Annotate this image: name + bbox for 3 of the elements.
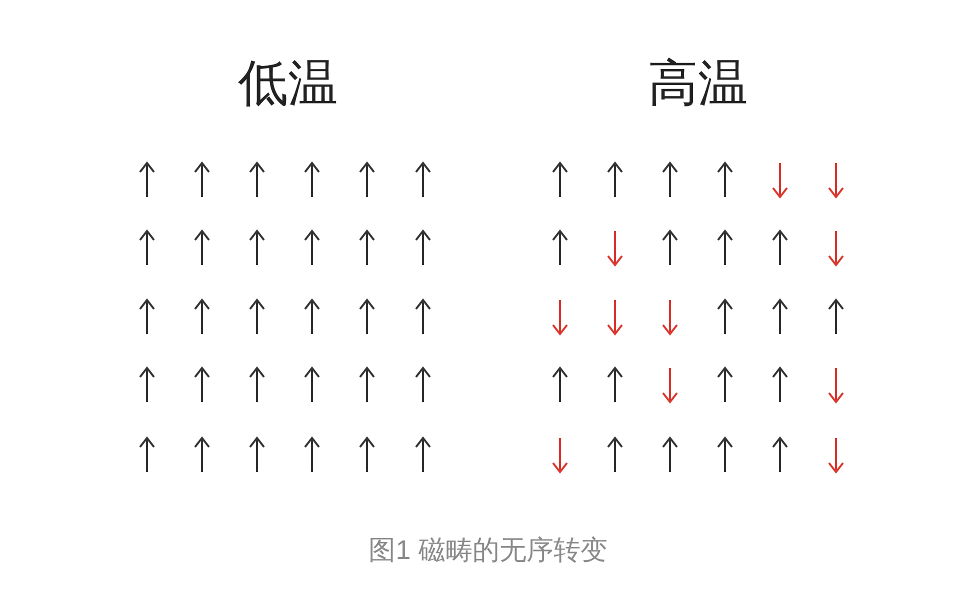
grid-heading: 低温 xyxy=(238,58,338,108)
grid-heading: 高温 xyxy=(648,58,748,108)
figure-caption: 图1 磁畴的无序转变 xyxy=(368,534,608,567)
